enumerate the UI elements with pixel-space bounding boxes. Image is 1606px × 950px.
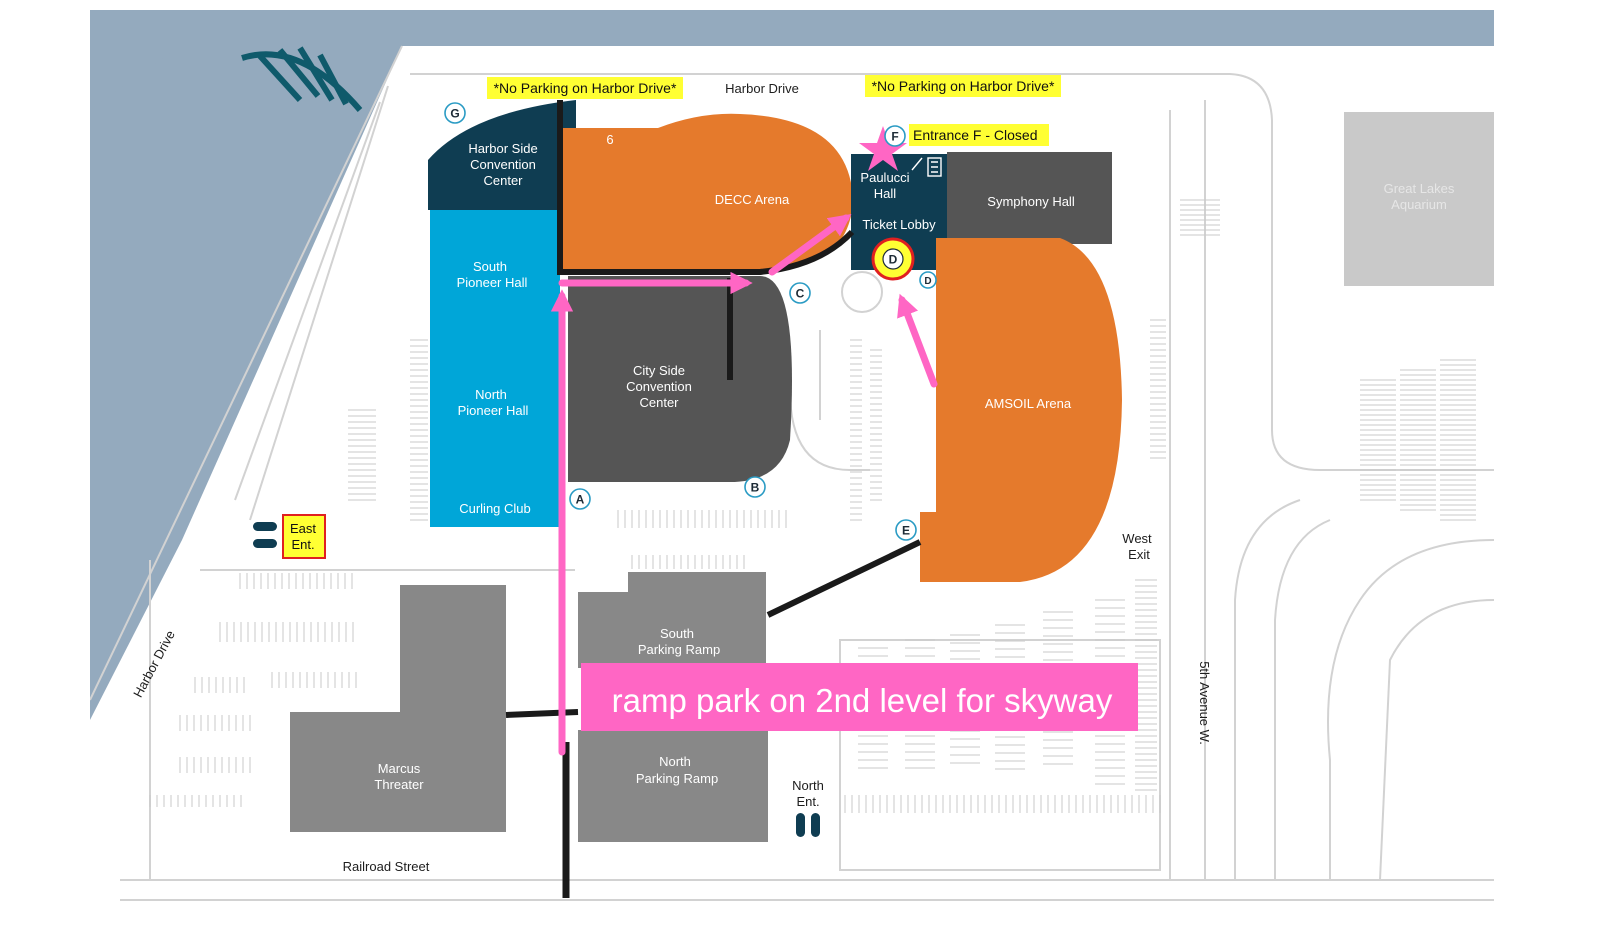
- great-lakes-label-2: Aquarium: [1391, 197, 1447, 212]
- south-ramp-label-2: Parking Ramp: [638, 642, 720, 657]
- east-entrance-icon: [253, 522, 277, 548]
- north-entrance-icon: [796, 813, 820, 837]
- harbor-drive-top-label: Harbor Drive: [725, 81, 799, 96]
- harbor-side-label-1: Harbor Side: [468, 141, 537, 156]
- south-ramp-building: [578, 572, 766, 668]
- no-parking-right-highlight: [865, 75, 1061, 97]
- callout-text: ramp park on 2nd level for skyway: [612, 682, 1113, 719]
- south-pioneer-label-1: South: [473, 259, 507, 274]
- city-side-label-1: City Side: [633, 363, 685, 378]
- no-parking-left-highlight: [487, 77, 683, 99]
- city-side-label-2: Convention: [626, 379, 692, 394]
- east-entrance-highlight: [282, 514, 326, 559]
- north-ramp-label-2: Parking Ramp: [636, 771, 718, 786]
- paulucci-label-1: Paulucci: [860, 170, 909, 185]
- harbor-side-label-3: Center: [483, 173, 523, 188]
- entrance-e-label: E: [902, 524, 910, 538]
- north-pioneer-label-2: Pioneer Hall: [458, 403, 529, 418]
- city-side-label-3: Center: [639, 395, 679, 410]
- north-ramp-building: [578, 730, 768, 842]
- great-lakes-label-1: Great Lakes: [1384, 181, 1455, 196]
- elevator-icon: [911, 157, 942, 177]
- east-entrance-line2: Ent.: [291, 537, 314, 552]
- north-pioneer-label-1: North: [475, 387, 507, 402]
- entrance-e-marker: E: [895, 519, 917, 541]
- hall-number-label: 6: [606, 132, 613, 147]
- decc-arena-label: DECC Arena: [715, 192, 790, 207]
- east-entrance-line1: East: [290, 521, 316, 536]
- marcus-theater-label-1: Marcus: [378, 761, 421, 776]
- south-ramp-label-1: South: [660, 626, 694, 641]
- fifth-avenue-label: 5th Avenue W.: [1197, 661, 1212, 745]
- curling-club-label: Curling Club: [459, 501, 531, 516]
- entrance-f-closed-highlight: [909, 124, 1049, 146]
- marcus-theater-building: [290, 585, 506, 832]
- paulucci-label-2: Hall: [874, 186, 897, 201]
- harbor-side-building: [428, 100, 576, 210]
- symphony-hall-building: [947, 152, 1112, 244]
- no-parking-left-notice: *No Parking on Harbor Drive*: [494, 80, 677, 96]
- ticket-lobby-label: Ticket Lobby: [862, 217, 936, 232]
- entrance-d-small-label: D: [924, 276, 931, 287]
- symphony-hall-label: Symphony Hall: [987, 194, 1075, 209]
- callout-banner: [581, 663, 1138, 731]
- lift-bridge-icon: [241, 46, 363, 112]
- entrance-f-closed-notice: Entrance F - Closed: [913, 127, 1038, 143]
- entrance-g-label: G: [450, 107, 459, 121]
- no-parking-right-notice: *No Parking on Harbor Drive*: [872, 78, 1055, 94]
- road-network: [90, 45, 1494, 901]
- south-pioneer-label-2: Pioneer Hall: [457, 275, 528, 290]
- west-exit-label-1: West: [1122, 531, 1152, 546]
- entrance-c-label: C: [796, 287, 805, 301]
- marcus-theater-label-2: Threater: [374, 777, 424, 792]
- south-pioneer-building: [430, 210, 560, 290]
- amsoil-arena-label: AMSOIL Arena: [985, 396, 1072, 411]
- entrance-d-small-marker: D: [919, 271, 937, 289]
- entrance-a-marker: A: [569, 488, 591, 510]
- entrance-f-marker: F: [884, 125, 906, 147]
- city-side-building: [568, 276, 792, 482]
- route-arrows: [550, 214, 938, 756]
- west-exit-label-2: Exit: [1128, 547, 1150, 562]
- north-pioneer-building: [430, 290, 560, 527]
- water-canal: [90, 10, 402, 720]
- harbor-side-label-2: Convention: [470, 157, 536, 172]
- north-entrance-label-1: North: [792, 778, 824, 793]
- entrance-d-main-label: D: [889, 253, 898, 267]
- north-entrance-label-2: Ent.: [796, 794, 819, 809]
- skyway-connectors: [505, 100, 922, 898]
- entrance-d-main: D: [871, 237, 915, 281]
- decc-arena-building: [560, 113, 853, 273]
- entrance-f-label: F: [891, 130, 898, 144]
- north-ramp-label-1: North: [659, 754, 691, 769]
- great-lakes-building: [1344, 112, 1494, 286]
- star-marker-icon: [859, 126, 907, 171]
- amsoil-arena-building: [920, 238, 1122, 582]
- entrance-g-marker: G: [444, 102, 466, 124]
- entrance-a-label: A: [576, 493, 585, 507]
- railroad-street-label: Railroad Street: [343, 859, 430, 874]
- entrance-b-label: B: [751, 481, 760, 495]
- entrance-b-marker: B: [744, 476, 766, 498]
- entrance-c-marker: C: [789, 282, 811, 304]
